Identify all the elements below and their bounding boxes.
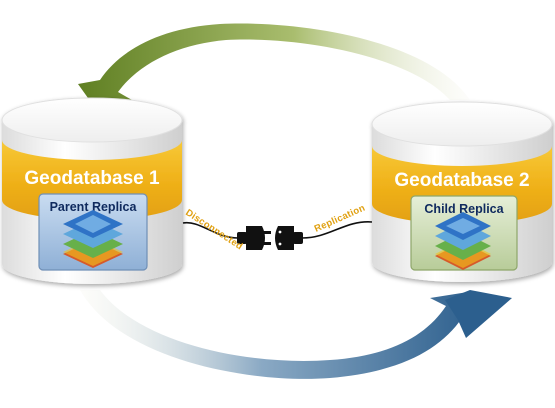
plug-icon — [237, 226, 271, 250]
child-replica-panel: Child Replica — [410, 195, 518, 271]
geodatabase-2-title: Geodatabase 2 — [394, 170, 529, 191]
connection-label-left: Disconnected — [183, 207, 244, 252]
connection-label-right: Replication — [313, 203, 367, 235]
socket-icon — [275, 226, 303, 250]
sync-arrow-top — [78, 23, 470, 112]
layer-stack-icon — [63, 210, 123, 268]
layer-stack-icon — [435, 212, 491, 270]
connection-cable: Disconnected Replication — [182, 203, 373, 252]
sync-arrow-bottom — [80, 290, 512, 379]
geodatabase-1-title: Geodatabase 1 — [24, 168, 160, 189]
parent-replica-label: Parent Replica — [50, 200, 138, 214]
parent-replica-panel: Parent Replica — [38, 193, 148, 271]
child-replica-label: Child Replica — [424, 202, 504, 216]
